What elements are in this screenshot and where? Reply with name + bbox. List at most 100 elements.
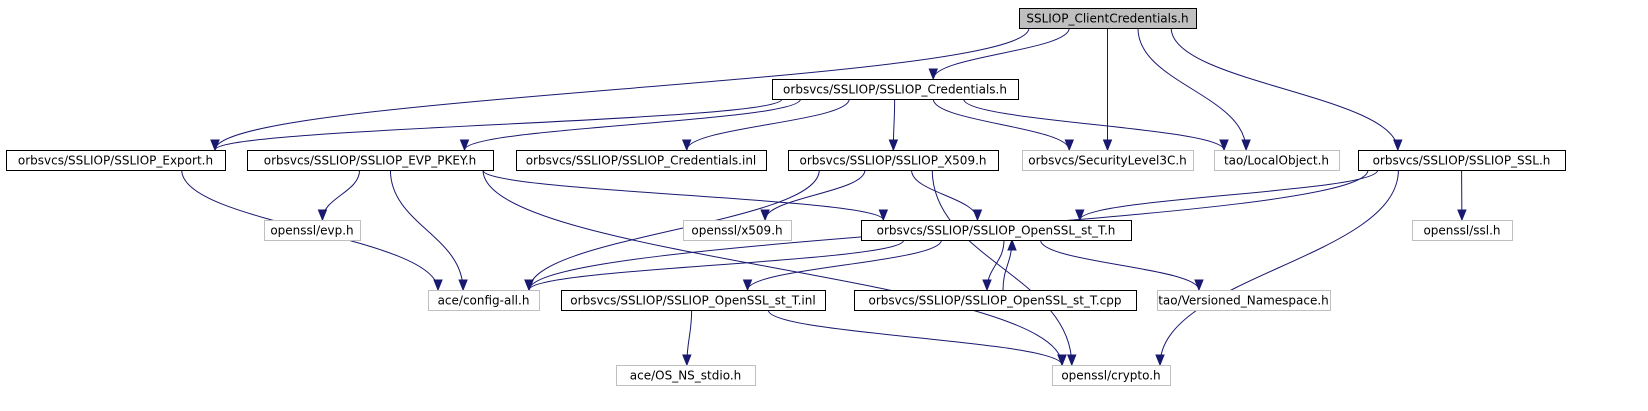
- arrowhead-credentials_h-to-evp_pkey_h: [459, 139, 470, 152]
- edge-client_credentials-to-local_object: [1137, 27, 1247, 151]
- arrowhead-ssl_h-to-openssl_st_h: [1075, 209, 1085, 222]
- edge-x509_h-to-openssl_x509: [764, 169, 866, 221]
- node-x509-h[interactable]: orbsvcs/SSLIOP/SSLIOP_X509.h: [788, 150, 999, 171]
- node-openssl-evp: openssl/evp.h: [264, 220, 361, 241]
- edge-credentials_h-to-credentials_inl: [686, 98, 850, 151]
- node-label: tao/Versioned_Namespace.h: [1158, 294, 1329, 308]
- node-box: [1022, 150, 1194, 171]
- node-box: [1358, 150, 1566, 171]
- arrowhead-client_credentials-to-local_object: [1241, 139, 1251, 152]
- node-box: [561, 290, 826, 311]
- node-credentials-inl[interactable]: orbsvcs/SSLIOP/SSLIOP_Credentials.inl: [516, 150, 767, 171]
- arrowhead-client_credentials-to-credentials_h: [928, 68, 938, 81]
- arrowhead-openssl_st_inl-to-openssl_crypto: [1057, 354, 1067, 367]
- edge-evp_pkey_h-to-openssl_crypto: [482, 169, 1063, 366]
- node-ssl-h[interactable]: orbsvcs/SSLIOP/SSLIOP_SSL.h: [1358, 150, 1566, 171]
- edge-credentials_h-to-local_object: [963, 98, 1225, 151]
- node-box: [1157, 290, 1331, 311]
- node-openssl-x509: openssl/x509.h: [683, 220, 792, 241]
- edge-client_credentials-to-credentials_h: [932, 27, 1070, 80]
- arrowhead-client_credentials-to-ssl_h: [1393, 139, 1403, 152]
- node-openssl-crypto: openssl/crypto.h: [1052, 365, 1171, 386]
- node-label: orbsvcs/SSLIOP/SSLIOP_EVP_PKEY.h: [264, 154, 477, 168]
- arrowhead-evp_pkey_h-to-openssl_evp: [317, 209, 328, 222]
- node-box: [247, 150, 494, 171]
- node-label: orbsvcs/SSLIOP/SSLIOP_X509.h: [799, 154, 986, 168]
- edge-evp_pkey_h-to-openssl_st_h: [482, 169, 884, 221]
- node-box: [1412, 220, 1513, 241]
- edge-openssl_st_h-to-config_all: [528, 239, 905, 291]
- edge-openssl_st_h-to-openssl_st_inl: [747, 239, 942, 291]
- node-local-object: tao/LocalObject.h: [1214, 150, 1340, 171]
- node-openssl-st-h[interactable]: orbsvcs/SSLIOP/SSLIOP_OpenSSL_st_T.h: [861, 220, 1132, 241]
- node-box: [616, 365, 756, 386]
- node-openssl-st-cpp[interactable]: orbsvcs/SSLIOP/SSLIOP_OpenSSL_st_T.cpp: [854, 290, 1137, 311]
- node-label: ace/OS_NS_stdio.h: [630, 369, 742, 383]
- node-box: [1214, 150, 1340, 171]
- arrowhead-openssl_st_h-to-config_all: [524, 279, 534, 292]
- edge-credentials_h-to-export_h: [214, 98, 783, 151]
- node-label: ace/config-all.h: [438, 294, 530, 308]
- node-label: orbsvcs/SSLIOP/SSLIOP_OpenSSL_st_T.h: [877, 224, 1116, 238]
- node-client-credentials[interactable]: SSLIOP_ClientCredentials.h: [1019, 8, 1197, 29]
- arrowhead-x509_h-to-openssl_crypto: [1067, 354, 1077, 367]
- node-box: [788, 150, 999, 171]
- node-export-h[interactable]: orbsvcs/SSLIOP/SSLIOP_Export.h: [6, 150, 226, 171]
- arrowhead-openssl_st_h-to-versioned_ns: [1194, 279, 1204, 292]
- node-label: openssl/evp.h: [270, 224, 353, 238]
- node-label: orbsvcs/SSLIOP/SSLIOP_OpenSSL_st_T.cpp: [869, 294, 1122, 308]
- arrowhead-credentials_h-to-credentials_inl: [681, 139, 692, 152]
- node-box: [6, 150, 226, 171]
- node-box: [772, 79, 1019, 100]
- arrowhead-openssl_st_h-to-openssl_st_inl: [742, 279, 753, 292]
- node-security-level3: orbsvcs/SecurityLevel3C.h: [1022, 150, 1194, 171]
- node-evp-pkey-h[interactable]: orbsvcs/SSLIOP/SSLIOP_EVP_PKEY.h: [247, 150, 494, 171]
- edge-ssl_h-to-openssl_st_h: [1079, 169, 1379, 221]
- node-label: orbsvcs/SecurityLevel3C.h: [1028, 154, 1187, 168]
- node-label: openssl/crypto.h: [1061, 369, 1160, 383]
- arrowhead-credentials_h-to-export_h: [210, 139, 220, 152]
- node-label: orbsvcs/SSLIOP/SSLIOP_Export.h: [18, 154, 213, 168]
- node-versioned-ns: tao/Versioned_Namespace.h: [1157, 290, 1331, 311]
- node-label: orbsvcs/SSLIOP/SSLIOP_Credentials.inl: [526, 154, 757, 168]
- edge-evp_pkey_h-to-config_all: [389, 169, 464, 291]
- edge-x509_h-to-config_all: [528, 169, 820, 291]
- node-credentials-h[interactable]: orbsvcs/SSLIOP/SSLIOP_Credentials.h: [772, 79, 1019, 100]
- node-openssl-st-inl[interactable]: orbsvcs/SSLIOP/SSLIOP_OpenSSL_st_T.inl: [561, 290, 826, 311]
- node-label: orbsvcs/SSLIOP/SSLIOP_Credentials.h: [783, 83, 1007, 97]
- edge-client_credentials-to-ssl_h: [1170, 27, 1399, 151]
- node-label: orbsvcs/SSLIOP/SSLIOP_SSL.h: [1373, 154, 1551, 168]
- node-box: [1019, 8, 1197, 29]
- edge-credentials_h-to-security_level3: [932, 98, 1070, 151]
- edge-layer: [181, 27, 1467, 367]
- node-label: openssl/x509.h: [691, 224, 782, 238]
- node-box: [861, 220, 1132, 241]
- node-label: tao/LocalObject.h: [1224, 154, 1329, 168]
- arrowhead-evp_pkey_h-to-config_all: [458, 279, 468, 292]
- arrowhead-credentials_h-to-local_object: [1219, 139, 1229, 152]
- arrowhead-openssl_st_h-to-openssl_st_cpp: [982, 279, 992, 292]
- node-box: [1052, 365, 1171, 386]
- node-os-ns-stdio: ace/OS_NS_stdio.h: [616, 365, 756, 386]
- node-box: [264, 220, 361, 241]
- arrowhead-openssl_st_inl-to-os_ns_stdio: [682, 354, 692, 367]
- arrowhead-export_h-to-config_all: [433, 279, 443, 292]
- arrowhead-evp_pkey_h-to-openssl_st_h: [878, 209, 889, 222]
- edge-client_credentials-to-export_h: [214, 27, 1030, 151]
- arrowhead-x509_h-to-openssl_x509: [760, 209, 770, 222]
- arrowhead-ssl_h-to-openssl_ssl: [1457, 209, 1467, 222]
- edge-evp_pkey_h-to-openssl_evp: [321, 169, 361, 221]
- edge-openssl_st_h-to-versioned_ns: [1040, 239, 1200, 291]
- arrowhead-ssl_h-to-openssl_crypto: [1155, 354, 1165, 367]
- edge-openssl_st_inl-to-openssl_crypto: [767, 309, 1063, 366]
- arrowhead-openssl_st_cpp-to-openssl_st_h: [1007, 238, 1017, 251]
- arrowhead-credentials_h-to-x509_h: [888, 139, 899, 152]
- node-layer: SSLIOP_ClientCredentials.h orbsvcs/SSLIOP…: [6, 8, 1566, 386]
- node-label: openssl/ssl.h: [1423, 224, 1500, 238]
- edge-credentials_h-to-evp_pkey_h: [464, 98, 801, 151]
- node-box: [683, 220, 792, 241]
- node-box: [854, 290, 1137, 311]
- node-box: [516, 150, 767, 171]
- node-label: orbsvcs/SSLIOP/SSLIOP_OpenSSL_st_T.inl: [570, 294, 815, 308]
